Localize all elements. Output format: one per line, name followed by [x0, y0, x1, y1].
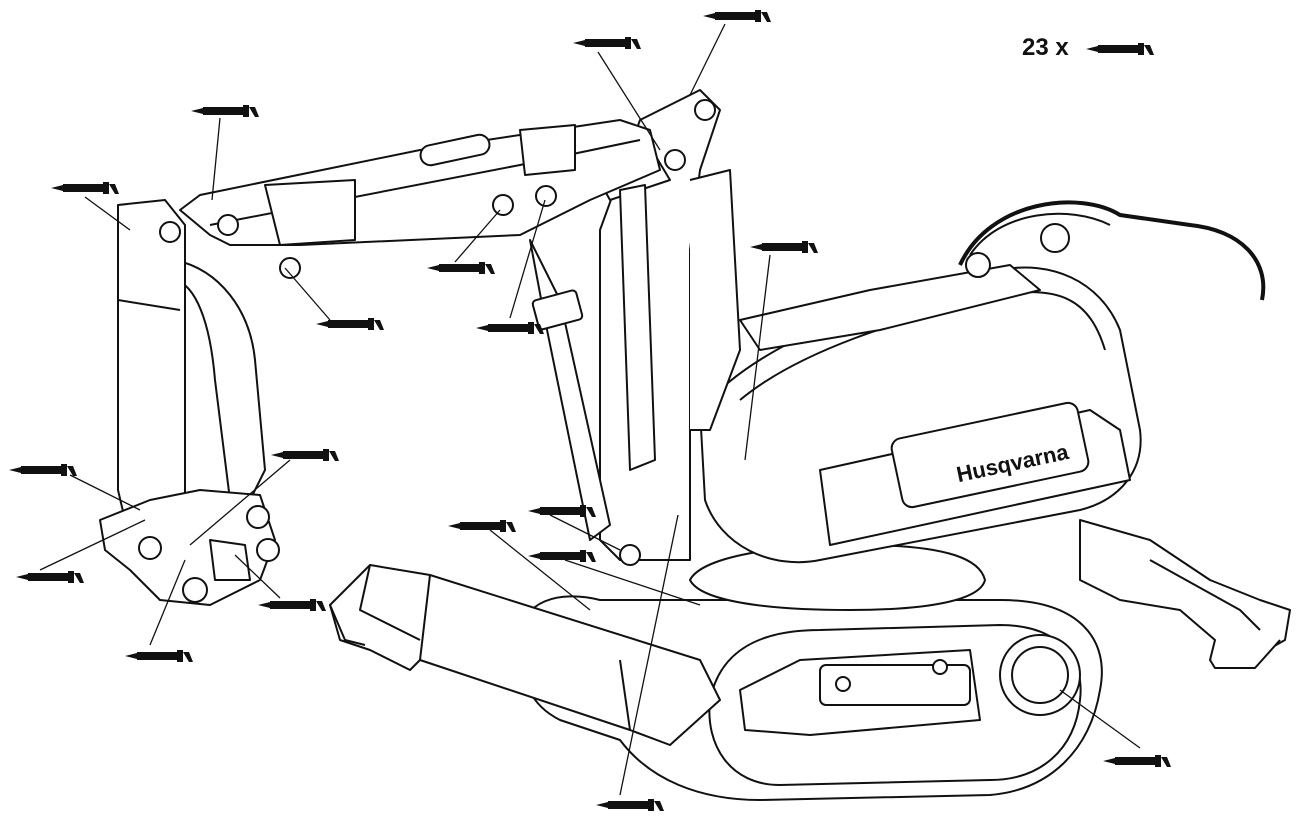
leader-lines [39, 23, 1141, 796]
machine-drawing [99, 89, 1291, 801]
grease-gun-icon [51, 182, 119, 194]
grease-gun-icon [427, 262, 495, 274]
grease-gun-icon [448, 520, 516, 532]
grease-gun-icon [191, 105, 259, 117]
grease-gun-icon [9, 464, 77, 476]
grease-gun-icon [125, 650, 193, 662]
grease-gun-icon [528, 550, 596, 562]
grease-gun-icon [316, 318, 384, 330]
grease-gun-icon [1103, 755, 1171, 767]
grease-gun-icon [703, 10, 771, 22]
grease-gun-icon [750, 241, 818, 253]
grease-gun-icon [258, 599, 326, 611]
legend-grease-gun-icon [1086, 43, 1154, 55]
grease-point-count: 23 x [1022, 34, 1069, 61]
grease-gun-icon [16, 571, 84, 583]
grease-gun-icon [476, 322, 544, 334]
grease-gun-icon [596, 799, 664, 811]
grease-gun-icon [528, 505, 596, 517]
grease-gun-icon [271, 449, 339, 461]
grease-gun-icon [573, 37, 641, 49]
